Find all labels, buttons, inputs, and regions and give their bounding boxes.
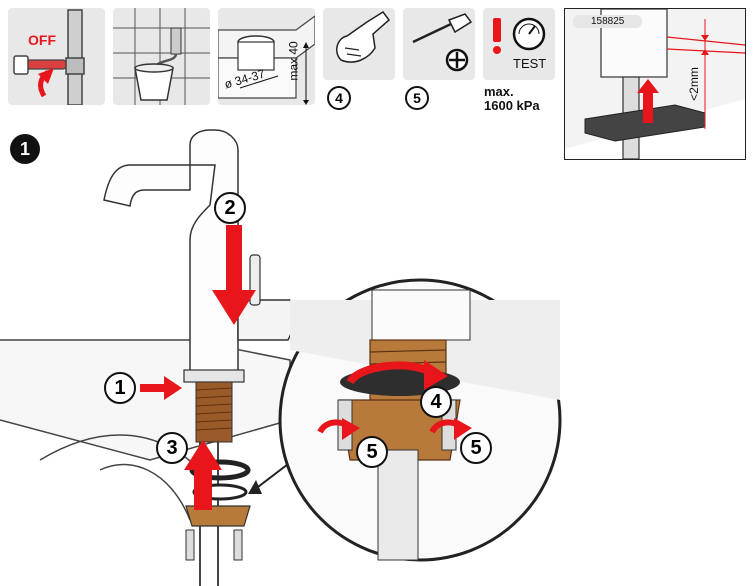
glove-icon [336,10,391,63]
hole-dimension-icon [218,15,315,105]
step-badge: 1 [10,134,40,164]
hole-dimensions-panel: ø 34-37 max 40 [218,8,315,105]
off-label: OFF [28,32,56,48]
screwdriver-tool-number: 5 [405,86,429,110]
callout-1: 1 [104,372,136,404]
gloves-panel [323,8,395,80]
pressure-gauge-icon [493,17,546,54]
detail-callout-5a: 5 [356,436,388,468]
detail-callout-5b: 5 [460,432,492,464]
inset-detail-box: 158825 <2mm [564,8,746,160]
detail-callout-4: 4 [420,386,452,418]
screwdriver-icon [412,13,473,72]
test-label: TEST [513,56,547,71]
shutoff-valve-panel: OFF [8,8,105,105]
screwdriver-panel [403,8,475,80]
callout-2: 2 [214,192,246,224]
glove-tool-number: 4 [327,86,351,110]
part-number-badge: 158825 [573,15,643,28]
shutoff-valve-icon [13,9,85,105]
max-pressure-label-2: 1600 kPa [484,98,540,113]
pressure-test-panel: TEST [483,8,555,80]
max-pressure-label-1: max. [484,84,514,99]
callout-3: 3 [156,432,188,464]
bucket-flush-icon [113,8,210,105]
flush-lines-panel [113,8,210,105]
